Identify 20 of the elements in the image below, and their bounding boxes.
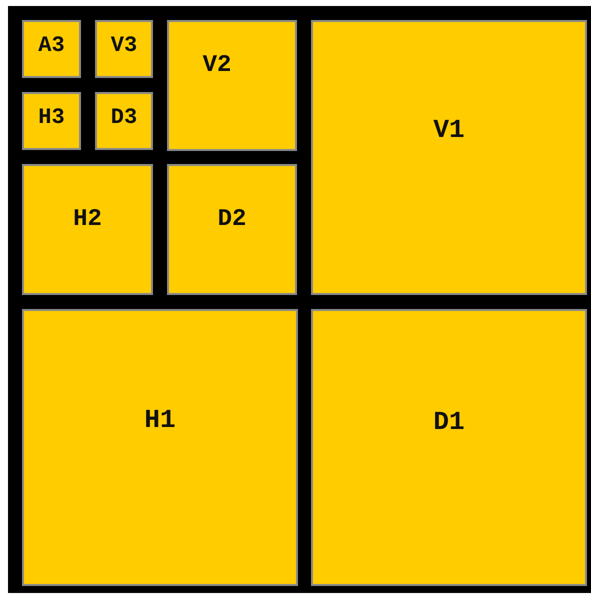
subband-label: H2	[73, 206, 102, 233]
subband-box	[22, 92, 81, 150]
subband-label: H1	[144, 404, 176, 434]
subband-label: H3	[38, 104, 65, 130]
subband-label: V1	[433, 114, 465, 144]
subband-label: V2	[202, 52, 232, 79]
subband-box	[95, 92, 153, 150]
subband-box	[167, 164, 297, 295]
subband-label: D1	[433, 406, 465, 436]
subband-label: A3	[38, 32, 65, 58]
subband-box	[22, 164, 153, 295]
subband-box	[311, 309, 587, 586]
subband-label: D2	[218, 206, 246, 233]
subband-label: V3	[110, 32, 138, 58]
subband-box	[95, 20, 153, 78]
subband-box	[22, 20, 81, 78]
subband-box	[22, 309, 298, 586]
subband-box	[167, 20, 297, 151]
subband-box	[311, 20, 587, 295]
subband-label: D3	[110, 104, 138, 130]
